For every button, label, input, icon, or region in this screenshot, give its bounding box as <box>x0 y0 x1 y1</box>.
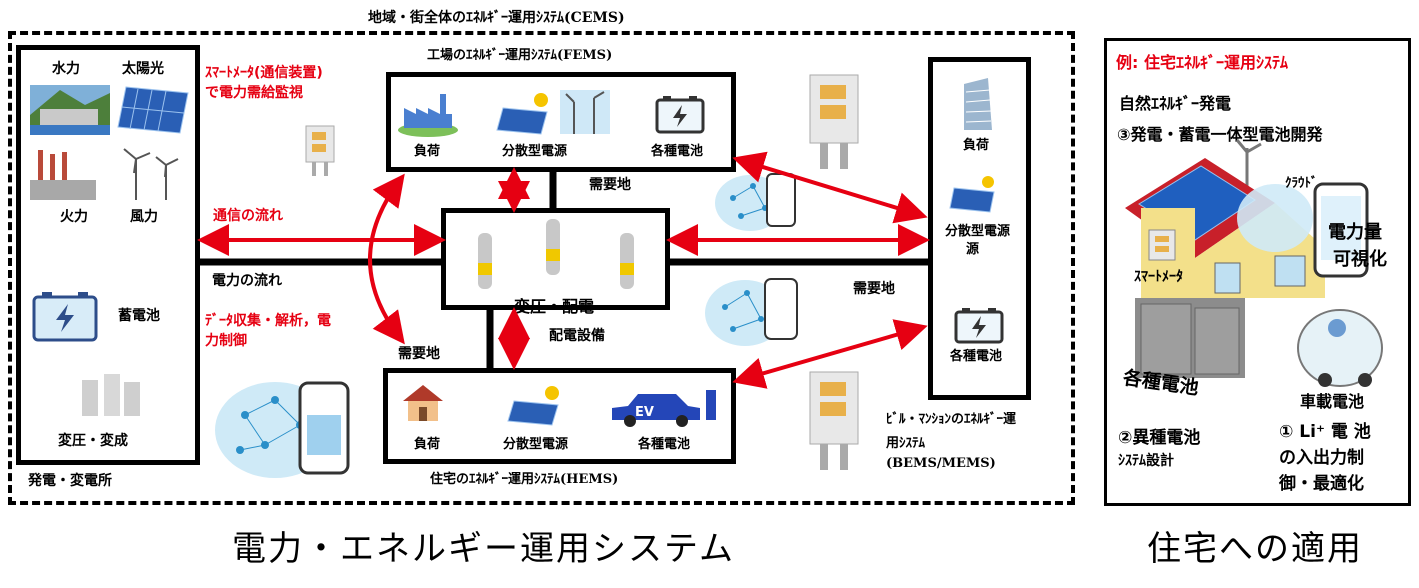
cems-title: 地域・街全体のｴﾈﾙｷﾞｰ運用ｼｽﾃﾑ(CEMS) <box>368 10 625 26</box>
hems-dist-label: 分散型電源 <box>503 437 569 452</box>
thermal-plant-icon <box>30 150 96 200</box>
hems-battery-label: 各種電池 <box>638 437 691 452</box>
battery-icon <box>655 96 705 134</box>
center-label: 変圧・配電 <box>514 297 595 316</box>
plant-caption: 発電・変電所 <box>28 473 112 489</box>
cems-boundary <box>8 31 1075 505</box>
hydro-dam-icon <box>30 85 110 135</box>
item1-label-3: 御・最適化 <box>1279 474 1364 494</box>
bems-title-1: ﾋﾞﾙ・ﾏﾝｼｮﾝのｴﾈﾙｷﾞｰ運 <box>886 412 1017 427</box>
demand-label-2: 需要地 <box>398 346 440 362</box>
power-flow-label: 電力の流れ <box>212 273 282 289</box>
vehicle-battery-label: 車載電池 <box>1300 392 1365 411</box>
fems-title: 工場のｴﾈﾙｷﾞｰ運用ｼｽﾃﾑ(FEMS) <box>427 48 613 63</box>
solar-sun-icon-2 <box>507 386 559 426</box>
hems-title: 住宅のｴﾈﾙｷﾞｰ運用ｼｽﾃﾑ(HEMS) <box>430 472 619 487</box>
item2-label-2: ｼｽﾃﾑ設計 <box>1118 453 1174 469</box>
battery-icon-2 <box>954 308 1004 344</box>
solar-sun-icon-3 <box>949 176 995 213</box>
fems-dist-label: 分散型電源 <box>502 144 568 159</box>
bottom-caption-right: 住宅への適用 <box>1147 529 1363 569</box>
fems-load-label: 負荷 <box>414 144 441 159</box>
solar-label: 太陽光 <box>122 61 164 77</box>
item1-label-2: の入出力制 <box>1279 448 1364 468</box>
storage-battery-icon <box>32 292 98 342</box>
data-collection-label-1: ﾃﾞｰﾀ収集・解析，電 <box>205 313 331 329</box>
bottom-caption-left: 電力・エネルギー運用システム <box>232 529 735 569</box>
solar-sun-icon <box>496 93 548 135</box>
visualization-label-2: 可視化 <box>1333 249 1387 270</box>
bems-load-label: 負荷 <box>963 138 990 153</box>
cloud-network-icon <box>215 381 350 478</box>
data-collection-label-2: 力制御 <box>205 333 247 349</box>
ev-car-icon <box>612 390 716 427</box>
thermal-label: 火力 <box>60 209 88 225</box>
smart-meter-label-2: で電力需給監視 <box>205 85 303 101</box>
example-title: 例: 住宅ｴﾈﾙｷﾞｰ運用ｼｽﾃﾑ <box>1116 53 1288 72</box>
natural-energy-label: 自然ｴﾈﾙｷﾞｰ発電 <box>1119 94 1232 113</box>
wind-label: 風力 <box>130 209 158 225</box>
example-smart-meter-label: ｽﾏｰﾄﾒｰﾀ <box>1134 269 1183 285</box>
transformer-icon <box>82 374 140 416</box>
demand-label-3: 需要地 <box>853 281 895 297</box>
center-caption: 配電設備 <box>549 328 605 344</box>
bems-title-3: (BEMS/MEMS) <box>886 456 996 471</box>
smart-meter-icon <box>305 125 335 176</box>
visualization-label-1: 電力量 <box>1328 222 1382 243</box>
bems-dist-label-2: 源 <box>966 242 980 257</box>
wind-farm-icon <box>560 90 610 134</box>
transform-label: 変圧・変成 <box>58 433 128 449</box>
house-icon <box>403 385 443 421</box>
demand-label-1: 需要地 <box>589 177 631 193</box>
bems-dist-label: 分散型電源 <box>945 224 1011 239</box>
bems-battery-label: 各種電池 <box>950 349 1003 364</box>
item1-label-1: ① Li⁺ 電 池 <box>1279 422 1371 442</box>
utility-pole-icons <box>478 219 634 289</box>
ev-text: EV <box>635 405 654 420</box>
item2-label-1: ②異種電池 <box>1118 428 1201 448</box>
wind-turbine-icon <box>123 148 179 200</box>
building-icon <box>964 78 992 130</box>
item3-label: ③発電・蓄電一体型電池開発 <box>1117 125 1323 144</box>
fems-battery-label: 各種電池 <box>651 144 704 159</box>
cloud-label: ｸﾗｳﾄﾞ <box>1285 176 1318 191</box>
comm-flow-label: 通信の流れ <box>213 208 283 224</box>
bems-title-2: 用ｼｽﾃﾑ <box>886 436 926 451</box>
factory-icon <box>398 94 458 137</box>
storage-label: 蓄電池 <box>118 308 160 324</box>
hems-load-label: 負荷 <box>414 437 441 452</box>
hydro-label: 水力 <box>52 61 80 77</box>
smart-meter-label-1: ｽﾏｰﾄﾒｰﾀ(通信装置) <box>205 65 323 81</box>
house-illustration <box>1125 139 1383 387</box>
solar-panel-icon <box>117 86 189 134</box>
